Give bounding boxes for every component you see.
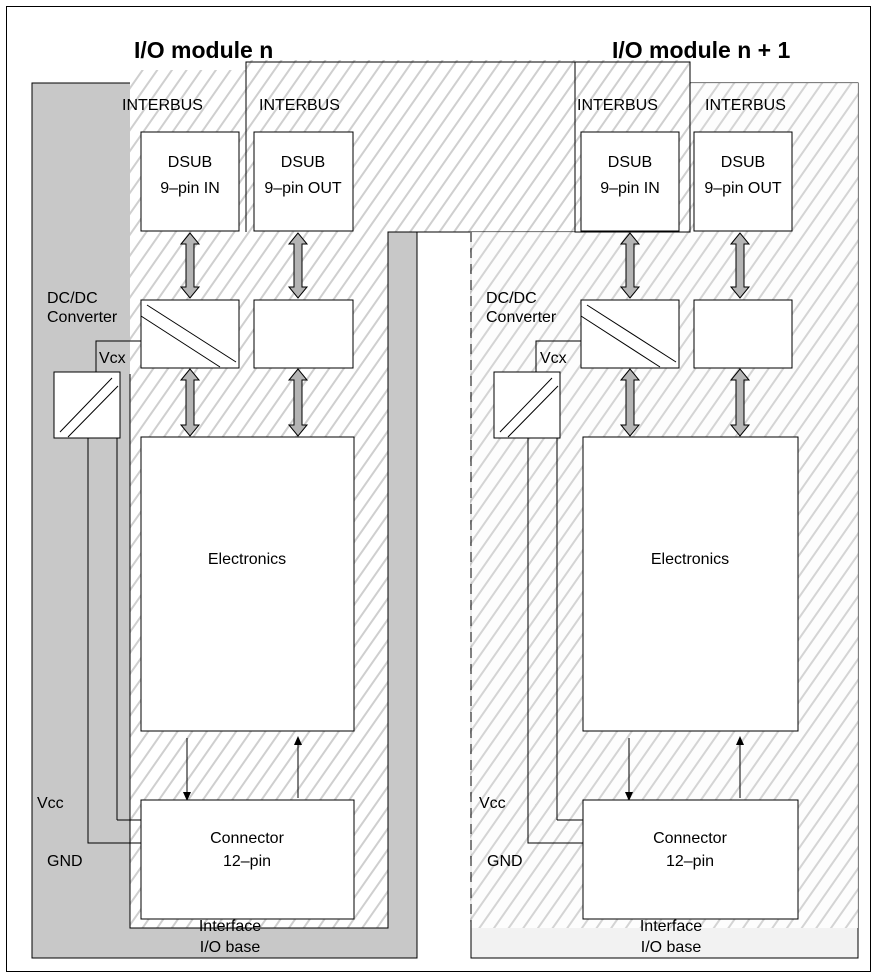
power-supply-diagonal <box>499 377 553 433</box>
diagram-frame <box>6 6 871 972</box>
dsub-in-line1: DSUB <box>608 154 652 171</box>
dsub-out-line2: 9–pin OUT <box>264 180 342 197</box>
title-left: I/O module n <box>134 37 273 63</box>
connector-box <box>140 799 355 920</box>
gnd-label: GND <box>487 853 523 870</box>
connector-line2: 12–pin <box>666 853 714 870</box>
bus-arrow-out-mid <box>287 368 309 437</box>
dsub-in-line2: 9–pin IN <box>160 180 220 197</box>
power-supply-diagonal <box>59 377 113 433</box>
dcdc-label-line2: Converter <box>47 309 118 326</box>
converter-diagonal <box>146 304 237 363</box>
bus-arrow-in-mid <box>179 368 201 437</box>
electronics-box <box>582 436 799 732</box>
dsub-in-box <box>140 131 240 232</box>
interface-line2: I/O base <box>641 939 702 956</box>
repeater-box <box>693 299 793 369</box>
interface-line1: Interface <box>199 918 261 935</box>
power-supply-diagonal <box>507 385 559 438</box>
vcc-wire <box>527 438 583 844</box>
bus-arrow-in-top <box>619 232 641 299</box>
converter-diagonal <box>580 315 661 368</box>
connector-line1: Connector <box>210 830 284 847</box>
electronics-label: Electronics <box>208 551 286 568</box>
vcx-wire <box>95 340 141 372</box>
vcc-label: Vcc <box>37 795 64 812</box>
interbus-in-label: INTERBUS <box>122 97 203 114</box>
vcc-label: Vcc <box>479 795 506 812</box>
interbus-in-label: INTERBUS <box>577 97 658 114</box>
dcdc-label-line1: DC/DC <box>486 290 537 307</box>
bus-arrow-in-mid <box>619 368 641 437</box>
module-right-top-frame <box>574 61 691 233</box>
module-right: INTERBUS INTERBUS DSUB 9–pin IN DSUB 9–p… <box>479 61 799 956</box>
dcdc-label-line1: DC/DC <box>47 290 98 307</box>
interbus-out-label: INTERBUS <box>705 97 786 114</box>
bus-arrow-out-top <box>287 232 309 299</box>
dsub-out-line1: DSUB <box>281 154 325 171</box>
bus-arrow-in-top <box>179 232 201 299</box>
vcx-label: Vcx <box>99 350 126 367</box>
electronics-label: Electronics <box>651 551 729 568</box>
dsub-out-line1: DSUB <box>721 154 765 171</box>
connector-line1: Connector <box>653 830 727 847</box>
gnd-label: GND <box>47 853 83 870</box>
vcx-wire <box>535 340 581 372</box>
bus-arrow-out-mid <box>729 368 751 437</box>
electronics-box <box>140 436 355 732</box>
title-right: I/O module n + 1 <box>612 37 790 63</box>
dsub-out-box <box>253 131 354 232</box>
dsub-out-line2: 9–pin OUT <box>704 180 782 197</box>
module-left: INTERBUS INTERBUS DSUB 9–pin IN DSUB 9–p… <box>37 97 355 956</box>
power-supply-diagonal <box>67 385 119 438</box>
dcdc-label-line2: Converter <box>486 309 557 326</box>
vcc-wire <box>87 438 141 844</box>
connector-line2: 12–pin <box>223 853 271 870</box>
repeater-box <box>253 299 354 369</box>
dsub-in-line2: 9–pin IN <box>600 180 660 197</box>
vcx-label: Vcx <box>540 350 567 367</box>
converter-diagonal <box>140 315 221 368</box>
bus-arrow-out-top <box>729 232 751 299</box>
dsub-in-box <box>580 131 680 232</box>
interbus-out-label: INTERBUS <box>259 97 340 114</box>
interface-line2: I/O base <box>200 939 261 956</box>
interface-line1: Interface <box>640 918 702 935</box>
converter-diagonal <box>586 304 677 363</box>
dsub-in-line1: DSUB <box>168 154 212 171</box>
connector-box <box>582 799 799 920</box>
dsub-out-box <box>693 131 793 232</box>
